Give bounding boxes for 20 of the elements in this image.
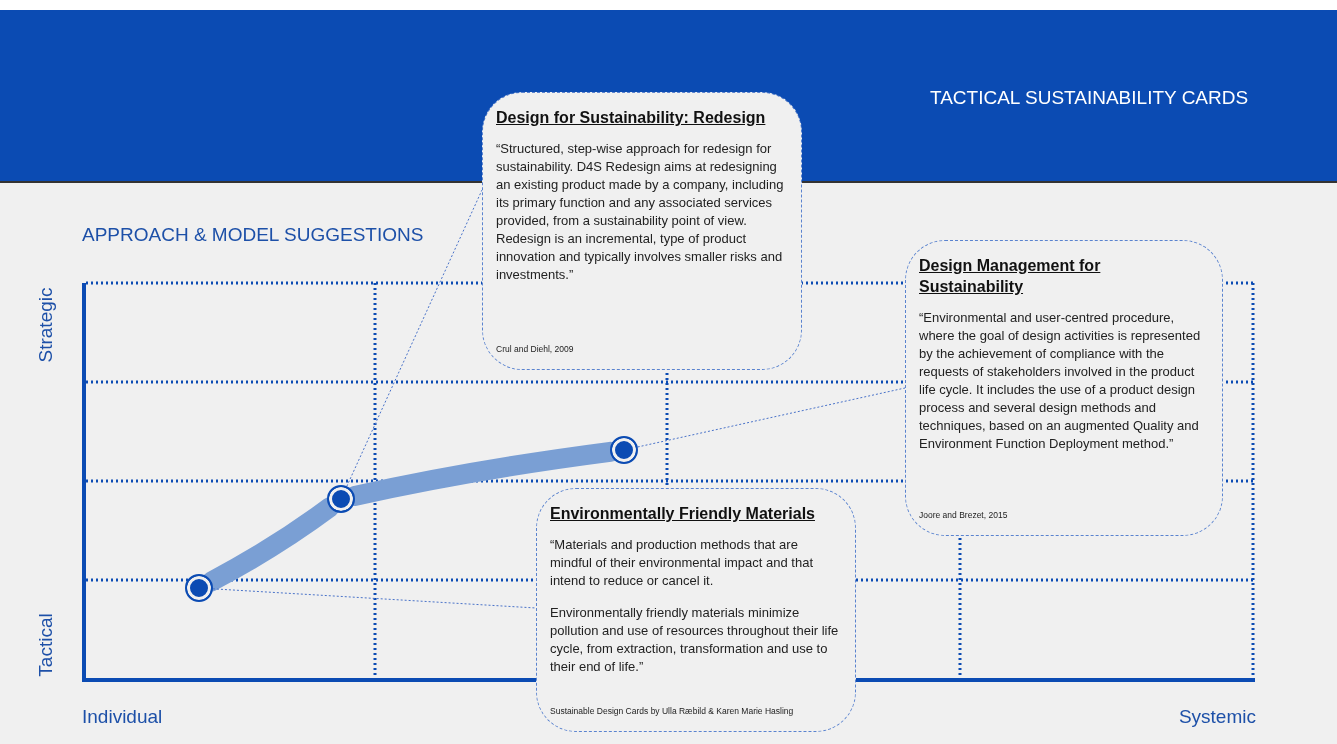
definition-card — [482, 92, 802, 370]
card-body: “Materials and production methods that are mindful of their environmental impact and that intend to reduce or cancel it. — [550, 536, 815, 590]
card-body: “Environmental and user-centred procedure, where the goal of design activities is represented by the achievement of compliance with the requests of stakeholders involved in the product life cycle. It includes the use of a product design process and several design methods and techniques, based on an augmented Quality and Environment Function Deployment method.” — [919, 309, 1202, 453]
card-heading: Design for Sustainability: Redesign — [496, 108, 767, 128]
axis-label: Strategic — [33, 287, 57, 363]
axis-label: Systemic — [1178, 705, 1256, 729]
axis-label: Tactical — [33, 613, 57, 677]
card-heading: Environmentally Friendly Materials — [550, 504, 816, 524]
section-heading: APPROACH & MODEL SUGGESTIONS — [82, 223, 424, 247]
citation: Sustainable Design Cards by Ulla Ræbild & Karen Marie Hasling — [550, 705, 795, 717]
citation: Joore and Brezet, 2015 — [919, 509, 1009, 521]
leader-line — [346, 189, 483, 487]
card-body: “Structured, step-wise approach for redesign for sustainability. D4S Redesign aims at redesigning an existing product made by a company, including its primary function and any associated services provided, from a sustainability point of view. Redesign is an incremental, type of product innovation and typically involves smaller risks and investments.” — [496, 140, 785, 284]
definition-card — [536, 488, 856, 732]
definition-card — [905, 240, 1223, 536]
axis-label: Individual — [82, 705, 163, 729]
section-heading: TACTICAL SUSTAINABILITY CARDS — [930, 86, 1249, 110]
card-heading: Design Management for Sustainability — [919, 256, 1102, 297]
card-body: Environmentally friendly materials minimize pollution and use of resources throughout their life cycle, from extraction, transformation and use to their end of life.” — [550, 604, 840, 676]
citation: Crul and Diehl, 2009 — [496, 343, 575, 355]
